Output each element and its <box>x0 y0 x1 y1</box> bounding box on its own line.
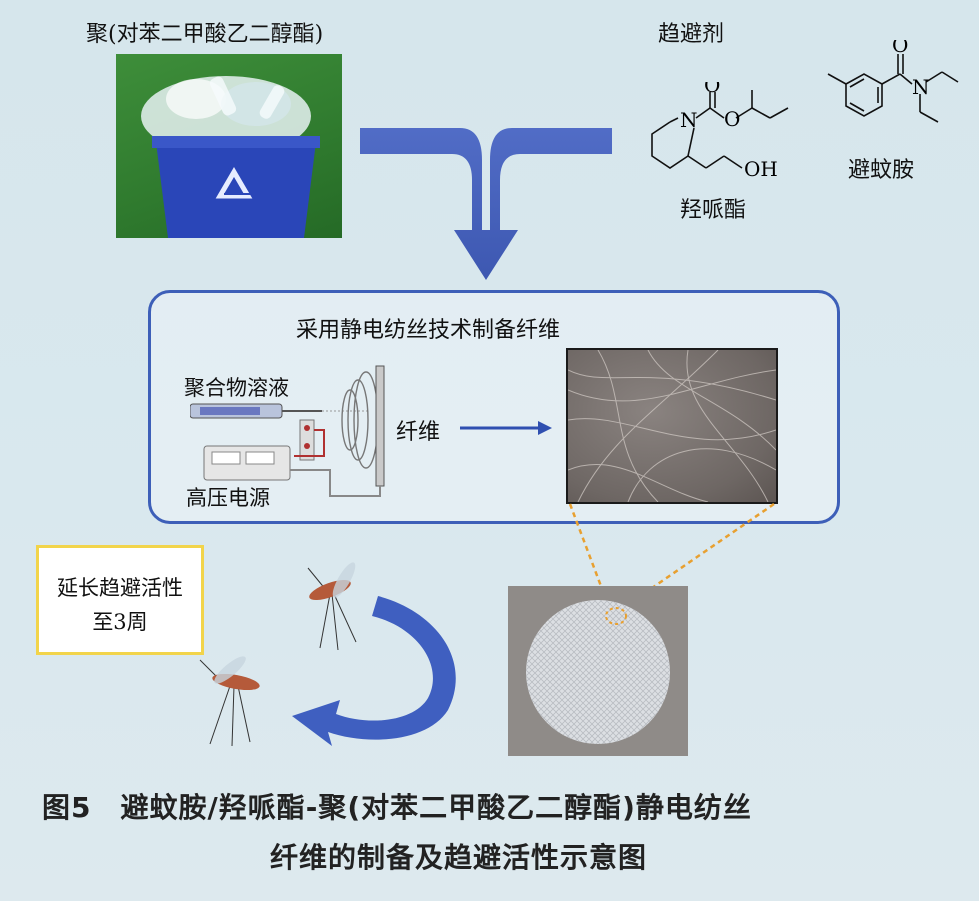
repellents-title: 趋避剂 <box>658 22 725 47</box>
fiber-sem-image <box>566 348 778 504</box>
deet-label: 避蚊胺 <box>848 158 915 183</box>
picaridin-structure: N O O OH <box>651 82 789 181</box>
polymer-label: 聚(对苯二甲酸乙二醇酯) <box>86 22 324 47</box>
electrospinning-setup-icon <box>190 365 385 497</box>
picaridin-N: N <box>680 108 698 132</box>
effect-line2: 至3周 <box>92 610 148 634</box>
fiber-label: 纤维 <box>396 420 441 445</box>
right-arrow-icon <box>460 421 552 435</box>
mosquito-icon <box>307 562 357 651</box>
recycling-bin-photo <box>116 54 342 238</box>
deet-O: O <box>892 40 908 57</box>
deet-structure: O N <box>827 40 959 123</box>
recycling-bin-with-bottles-icon <box>141 76 320 238</box>
picaridin-O-ester: O <box>724 107 740 131</box>
figure-caption-line2: 纤维的制备及趋避活性示意图 <box>270 841 648 874</box>
power-label: 高压电源 <box>186 486 270 510</box>
effect-line1: 延长趋避活性 <box>57 576 183 600</box>
merge-arrow-icon <box>360 128 612 280</box>
picaridin-label: 羟哌酯 <box>680 198 747 223</box>
fiber-mat-photo <box>508 586 688 756</box>
repel-curve-arrow-icon <box>292 596 456 746</box>
figure-caption-line1: 图5 避蚊胺/羟哌酯-聚(对苯二甲酸乙二醇酯)静电纺丝 <box>42 791 752 824</box>
picaridin-O-carbonyl: O <box>704 82 720 97</box>
mosquito-icon <box>199 656 260 747</box>
solution-label: 聚合物溶液 <box>184 376 289 400</box>
effect-note: 延长趋避活性 至3周 <box>36 545 204 655</box>
process-title: 采用静电纺丝技术制备纤维 <box>296 318 561 343</box>
deet-N: N <box>912 75 930 99</box>
picaridin-OH: OH <box>744 157 778 181</box>
